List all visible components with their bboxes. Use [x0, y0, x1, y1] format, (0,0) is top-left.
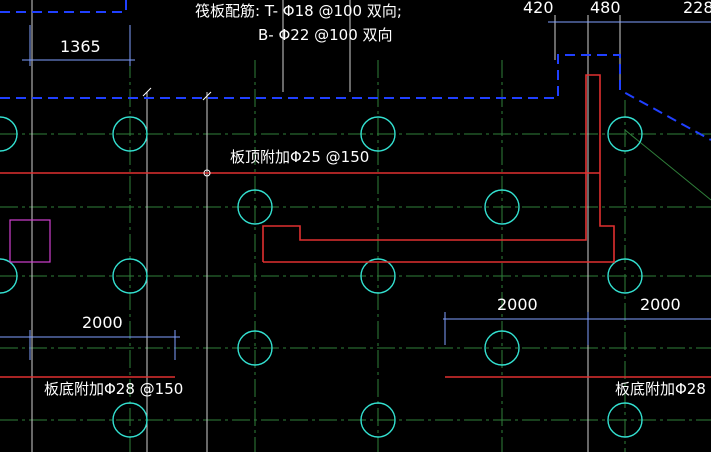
pile — [360, 258, 396, 294]
rebar-lines — [0, 74, 711, 378]
pile — [360, 116, 396, 152]
dimension-2000-left: 2000 — [82, 313, 123, 332]
tick-marks — [142, 87, 212, 101]
pile — [237, 330, 273, 366]
pile — [112, 402, 148, 438]
dimension-2000-right: 2000 — [640, 295, 681, 314]
piles — [0, 116, 643, 438]
pile — [607, 402, 643, 438]
pile — [112, 258, 148, 294]
tick-mark — [202, 91, 212, 101]
bottom-additional-rebar-right-label: 板底附加Φ28 @ — [615, 380, 711, 398]
dimension-420: 420 — [523, 0, 554, 17]
pile — [607, 258, 643, 294]
pile — [0, 116, 18, 152]
dimension-2000-mid: 2000 — [497, 295, 538, 314]
bottom-additional-rebar-left-label: 板底附加Φ28 @150 — [44, 380, 183, 398]
dimension-480: 480 — [590, 0, 621, 17]
dimension-228: 228 — [683, 0, 711, 17]
dimension-lines — [0, 21, 711, 360]
pile — [237, 189, 273, 225]
raft-reinforcement-top-label: 筏板配筋: T- Φ18 @100 双向; — [195, 2, 402, 20]
dimension-1365: 1365 — [60, 37, 101, 56]
raft-boundary-line — [0, 54, 711, 141]
pile — [484, 330, 520, 366]
raft-reinforcement-bottom-label: B- Φ22 @100 双向 — [258, 26, 393, 44]
pile — [360, 402, 396, 438]
raft-boundary — [0, 0, 711, 141]
pile — [0, 258, 18, 294]
pile — [607, 116, 643, 152]
pile — [112, 116, 148, 152]
rebar-node-marker — [203, 169, 211, 177]
tick-mark — [142, 87, 152, 97]
diag-line — [624, 129, 711, 201]
red-rebar-outline — [262, 74, 615, 263]
top-additional-rebar-label: 板顶附加Φ25 @150 — [230, 148, 369, 166]
pile — [484, 189, 520, 225]
magenta-marker — [9, 219, 51, 263]
grid-lines — [0, 60, 711, 452]
